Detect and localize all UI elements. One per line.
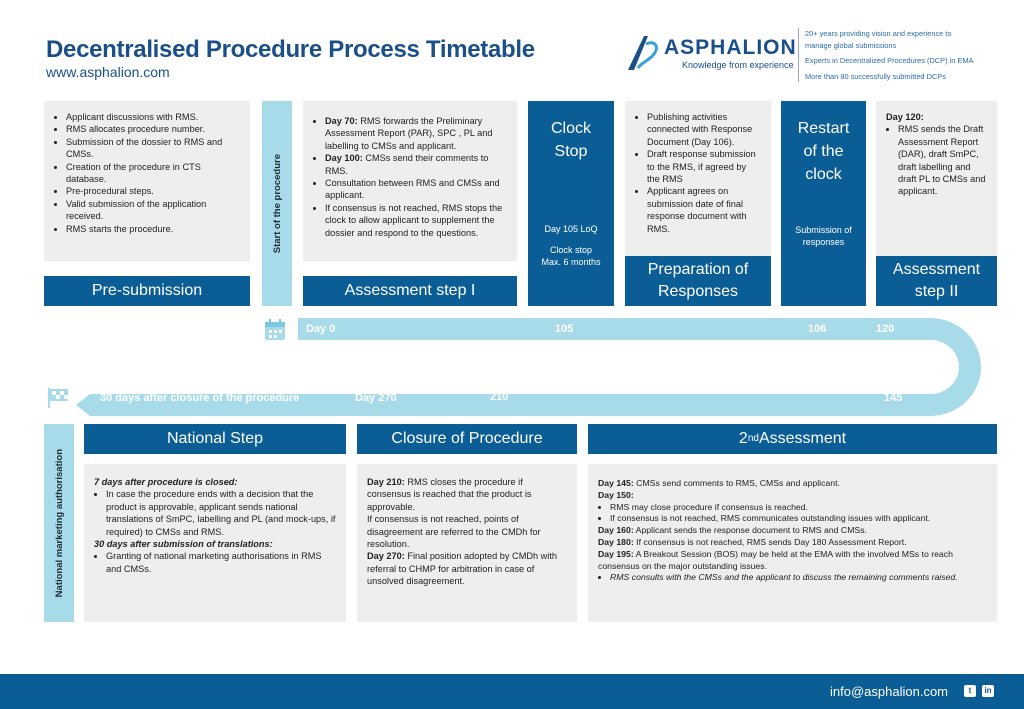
list-item: Applicant agrees on submission date of f… <box>647 185 761 235</box>
timeline-day145: 145 <box>884 392 903 404</box>
list-item: Valid submission of the application rece… <box>66 198 240 223</box>
second-assessment-box: Day 145: CMSs send comments to RMS, CMSs… <box>588 464 997 622</box>
list-item: Day 70: RMS forwards the Preliminary Ass… <box>325 115 507 152</box>
timeline-day120: 120 <box>876 323 895 335</box>
timeline-after-closure: 30 days after closure of the procedure <box>100 392 300 404</box>
list-item: In case the procedure ends with a decisi… <box>106 488 336 538</box>
timeline-day105: 105 <box>555 323 574 335</box>
tagline-4: More than 80 successfully submitted DCPs <box>805 71 946 81</box>
restart-clock-column: Restart of the clock Submission of respo… <box>781 101 866 306</box>
list-item: Draft response submission to the RMS, if… <box>647 148 761 185</box>
presubmission-box: Applicant discussions with RMS. RMS allo… <box>44 101 250 261</box>
national-step-box: 7 days after procedure is closed: In cas… <box>84 464 346 622</box>
tagline-2: manage global submissions <box>805 40 897 50</box>
checkered-flag-icon <box>48 388 68 408</box>
assessment2-box: Day 120: RMS sends the Draft Assessment … <box>876 101 997 256</box>
list-item: RMS may close procedure if consensus is … <box>610 502 987 514</box>
company-taglines: 20+ years providing vision and experienc… <box>798 28 1008 82</box>
timeline-day0: Day 0 <box>306 323 336 335</box>
list-item: RMS consults with the CMSs and the appli… <box>610 572 987 584</box>
national-step-label: National Step <box>84 424 346 454</box>
logo-mark-icon <box>628 36 658 70</box>
clock-stop-note-1: Clock stop <box>549 245 593 255</box>
list-item: Granting of national marketing authorisa… <box>106 550 336 575</box>
clock-stop-title-2: Stop <box>554 143 588 160</box>
day145-line: Day 145: CMSs send comments to RMS, CMSs… <box>598 478 840 488</box>
start-procedure-bar: Start of the procedure <box>262 101 292 306</box>
day180-line: Day 180: If consensus is not reached, RM… <box>598 536 907 547</box>
footer-bar: info@asphalion.com t in <box>0 674 1024 709</box>
restart-line-2: of the <box>803 143 844 160</box>
national-heading-2: 30 days after submission of translations… <box>94 539 273 550</box>
list-item: RMS starts the procedure. <box>66 223 240 235</box>
restart-note-1: Submission of <box>795 225 852 235</box>
closure-para-3: Day 270: Final position adopted by CMDh … <box>367 551 557 587</box>
presubmission-label: Pre-submission <box>44 276 250 306</box>
closure-box: Day 210: RMS closes the procedure if con… <box>357 464 577 622</box>
list-item: RMS allocates procedure number. <box>66 123 240 135</box>
day160-line: Day 160: Applicant sends the response do… <box>598 525 867 536</box>
restart-note-2: responses <box>802 237 845 247</box>
timeline-day210: 210 <box>490 391 509 403</box>
preparation-label: Preparation of Responses <box>625 256 771 306</box>
logo-tagline: Knowledge from experience <box>682 60 794 70</box>
clock-stop-column: Clock Stop Day 105 LoQ Clock stop Max. 6… <box>528 101 614 306</box>
assessment1-label: Assessment step I <box>303 276 517 306</box>
closure-para-2: If consensus is not reached, points of d… <box>367 514 541 550</box>
list-item: Consultation between RMS and CMSs and ap… <box>325 177 507 202</box>
twitter-icon[interactable]: t <box>964 685 976 697</box>
logo-name: ASPHALION <box>664 36 797 59</box>
timeline-day270: Day 270 <box>355 392 397 404</box>
closure-label: Closure of Procedure <box>357 424 577 454</box>
nma-label: National marketing authorisation <box>53 448 65 598</box>
list-item: RMS sends the Draft Assessment Report (D… <box>898 123 987 197</box>
calendar-icon <box>265 319 285 340</box>
clock-stop-title-1: Clock <box>550 120 591 137</box>
asphalion-logo: ASPHALION Knowledge from experience <box>624 30 796 76</box>
preparation-box: Publishing activities connected with Res… <box>625 101 771 256</box>
list-item: If consensus is not reached, RMS stops t… <box>325 202 507 239</box>
restart-line-1: Restart <box>797 120 850 137</box>
clock-stop-day: Day 105 LoQ <box>544 224 598 234</box>
timeline-track <box>76 318 981 416</box>
tagline-1: 20+ years providing vision and experienc… <box>805 29 952 38</box>
list-item: Creation of the procedure in CTS databas… <box>66 161 240 186</box>
assessment2-day: Day 120: <box>886 112 924 122</box>
restart-line-3: clock <box>805 166 842 183</box>
list-item: If consensus is not reached, RMS communi… <box>610 513 987 525</box>
list-item: Submission of the dossier to RMS and CMS… <box>66 136 240 161</box>
closure-para-1: Day 210: RMS closes the procedure if con… <box>367 477 532 512</box>
list-item: Pre-procedural steps. <box>66 185 240 197</box>
list-item: Day 100: CMSs send their comments to RMS… <box>325 152 507 177</box>
assessment2-label: Assessment step II <box>876 256 997 306</box>
linkedin-icon[interactable]: in <box>982 685 994 697</box>
footer-email[interactable]: info@asphalion.com <box>830 684 948 699</box>
tagline-3: Experts in Decentralized Procedures (DCP… <box>805 56 974 65</box>
timeline-day106: 106 <box>808 323 827 335</box>
clock-stop-note-2: Max. 6 months <box>541 257 601 267</box>
national-heading-1: 7 days after procedure is closed: <box>94 477 238 487</box>
list-item: Publishing activities connected with Res… <box>647 111 761 148</box>
list-item: Applicant discussions with RMS. <box>66 111 240 123</box>
page-title: Decentralised Procedure Process Timetabl… <box>46 36 535 63</box>
day150-heading: Day 150: <box>598 489 634 500</box>
website-link[interactable]: www.asphalion.com <box>46 64 170 80</box>
assessment1-box: Day 70: RMS forwards the Preliminary Ass… <box>303 101 517 261</box>
nma-bar: National marketing authorisation <box>44 424 74 622</box>
start-procedure-label: Start of the procedure <box>271 153 283 254</box>
day195-line: Day 195: A Breakout Session (BOS) may be… <box>598 548 953 571</box>
